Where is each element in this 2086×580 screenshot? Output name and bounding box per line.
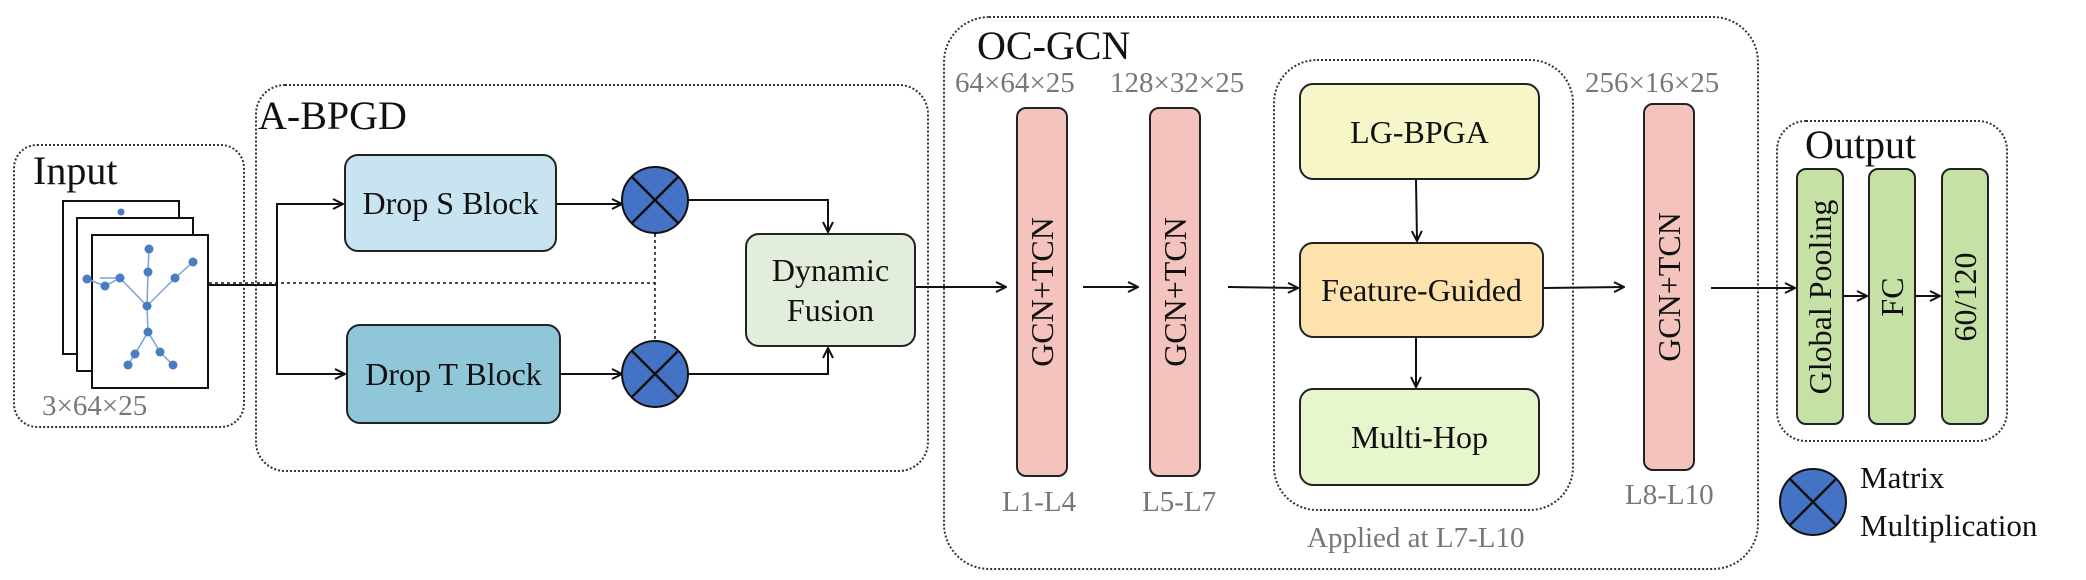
gcn-tcn-block-1: GCN+TCN: [1016, 107, 1068, 477]
dim-stage-1: 64×64×25: [955, 67, 1075, 99]
global-pooling-label: Global Pooling: [1802, 199, 1838, 394]
gcn-tcn-label-2: GCN+TCN: [1157, 217, 1193, 367]
dynamic-fusion-block: Dynamic Fusion: [745, 233, 916, 347]
global-pooling-block: Global Pooling: [1796, 168, 1844, 425]
lg-bpga-module-group: [1273, 59, 1574, 511]
layer-range-2: L5-L7: [1142, 486, 1217, 518]
lg-bpga-block: LG-BPGA: [1299, 83, 1540, 180]
feature-guided-block: Feature-Guided: [1299, 242, 1544, 338]
abpgd-group-title: A-BPGD: [258, 93, 407, 138]
fc-block: FC: [1868, 168, 1916, 425]
gcn-tcn-label-1: GCN+TCN: [1024, 217, 1060, 367]
applied-layers-note: Applied at L7-L10: [1307, 522, 1525, 554]
output-group: [1776, 120, 2008, 442]
dim-stage-2: 128×32×25: [1110, 67, 1245, 99]
layer-range-1: L1-L4: [1002, 486, 1077, 518]
classes-label: 60/120: [1947, 252, 1983, 341]
drop-s-block: Drop S Block: [344, 154, 557, 252]
legend-text-multiplication: Multiplication: [1860, 508, 2038, 543]
fc-label: FC: [1874, 276, 1910, 317]
matmul-legend-icon: [1779, 468, 1847, 536]
input-group-title: Input: [33, 148, 118, 193]
gcn-tcn-block-2: GCN+TCN: [1149, 107, 1201, 477]
legend-text-matrix: Matrix: [1860, 460, 1945, 495]
output-group-title: Output: [1805, 122, 1917, 167]
abpgd-group: [255, 84, 929, 472]
gcn-tcn-label-3: GCN+TCN: [1651, 212, 1687, 362]
dim-stage-3: 256×16×25: [1585, 67, 1720, 99]
multi-hop-block: Multi-Hop: [1299, 388, 1540, 486]
ocgcn-group: [943, 16, 1759, 570]
input-frame-front: [91, 234, 209, 389]
layer-range-3: L8-L10: [1625, 479, 1714, 511]
gcn-tcn-block-3: GCN+TCN: [1643, 103, 1695, 471]
classes-block: 60/120: [1941, 168, 1989, 425]
drop-t-block: Drop T Block: [346, 324, 561, 424]
ocgcn-group-title: OC-GCN: [977, 23, 1131, 68]
input-dimension: 3×64×25: [42, 390, 148, 422]
input-group: [13, 144, 245, 428]
